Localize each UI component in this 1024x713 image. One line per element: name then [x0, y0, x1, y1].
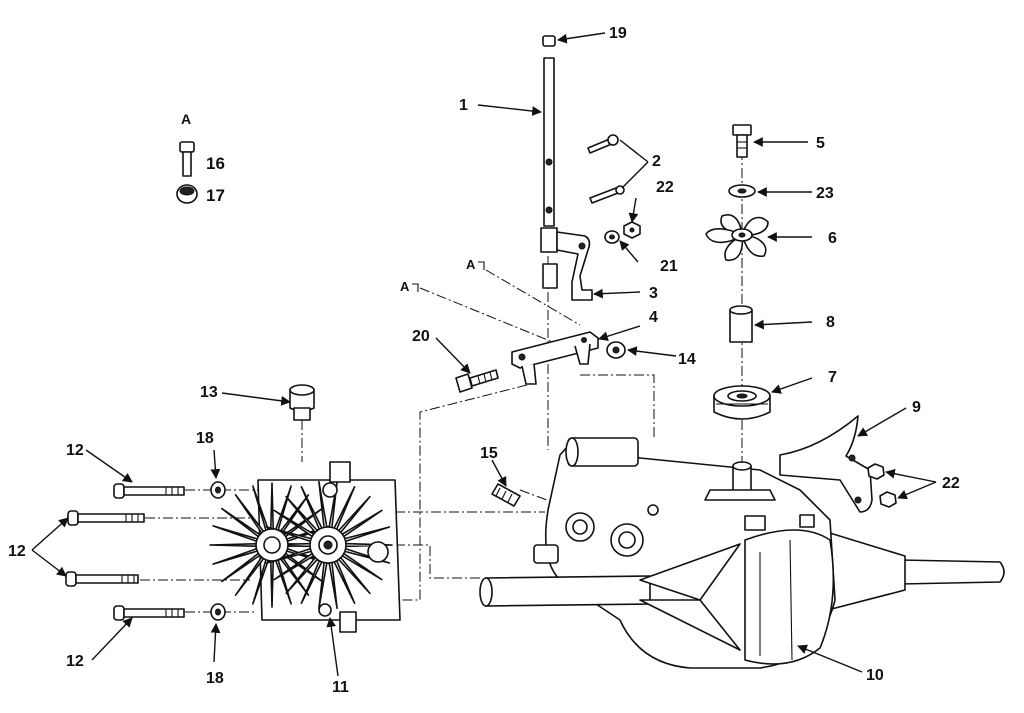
detail-a-mark: A	[181, 111, 191, 127]
bolts-part-12	[65, 483, 185, 621]
callout-21: 21	[660, 258, 678, 275]
callout-12-top: 12	[66, 442, 84, 459]
callout-17: 17	[206, 186, 225, 205]
shift-rod-assembly	[542, 35, 625, 227]
nuts-part-22-right	[867, 463, 897, 508]
cooling-fin	[212, 525, 260, 543]
detail-a-parts	[176, 141, 198, 204]
side-cover-part-11	[209, 461, 401, 633]
washer-part-14	[606, 341, 626, 359]
spacer-part-8	[729, 305, 753, 343]
pulley-part-7	[713, 385, 771, 420]
callout-10: 10	[866, 667, 884, 684]
fitting-part-15	[491, 483, 521, 507]
cooling-fin	[269, 482, 275, 532]
cooling-fin	[209, 542, 259, 548]
callout-8: 8	[826, 314, 835, 331]
bolt-12-a	[113, 483, 185, 499]
shift-rod-part-1	[543, 57, 555, 227]
pulley-stack	[705, 124, 771, 420]
bolt-12-c	[65, 571, 139, 587]
pin-part-2b	[589, 187, 619, 204]
cap-part-13	[289, 384, 315, 421]
reference-a-lower: A	[400, 279, 410, 294]
callout-13: 13	[200, 384, 218, 401]
cooling-fin	[212, 547, 260, 565]
transaxle-housing-part-10	[479, 437, 1005, 669]
bolt-12-d	[113, 605, 185, 621]
callout-labels: 19 1 2 22 21 3 4 14 20 5 23 6 8 7 9 22 1…	[8, 25, 960, 696]
washers-part-18	[210, 481, 226, 621]
nut-part-22-upper	[623, 221, 641, 239]
bolt-part-16-shank	[182, 151, 192, 177]
callout-6: 6	[828, 230, 837, 247]
callout-12-bottom: 12	[66, 653, 84, 670]
callout-19: 19	[609, 25, 627, 42]
callout-23: 23	[816, 185, 834, 202]
bolt-part-16-head	[179, 141, 195, 153]
bolt-12-b	[67, 510, 145, 526]
bolt-head-part-5	[732, 124, 752, 136]
fan-part-6	[705, 214, 769, 261]
callout-12-mid: 12	[8, 543, 26, 560]
reference-a-upper: A	[466, 257, 476, 272]
bolt-shank-part-5	[736, 134, 748, 158]
callout-16: 16	[206, 154, 225, 173]
callout-22-upper: 22	[656, 179, 674, 196]
shift-bracket-part-3	[540, 227, 593, 301]
callout-18-top: 18	[196, 430, 214, 447]
callout-2: 2	[652, 153, 661, 170]
shift-plate-part-4	[511, 331, 599, 385]
callout-3: 3	[649, 285, 658, 302]
shield-part-9	[779, 415, 873, 513]
leader-lines	[31, 32, 937, 677]
rod-cap-part-19	[542, 35, 556, 47]
callout-14: 14	[678, 351, 696, 368]
callout-15: 15	[480, 445, 498, 462]
washer-part-21	[604, 230, 620, 244]
callout-22-right: 22	[942, 475, 960, 492]
callout-7: 7	[828, 369, 837, 386]
callout-4: 4	[649, 309, 658, 326]
callout-20: 20	[412, 328, 430, 345]
bolt-part-20	[455, 369, 499, 393]
callout-1: 1	[459, 97, 468, 114]
cooling-fin	[269, 558, 275, 608]
callout-18-bottom: 18	[206, 670, 224, 687]
callout-5: 5	[816, 135, 825, 152]
callout-9: 9	[912, 399, 921, 416]
callout-11: 11	[332, 679, 349, 696]
